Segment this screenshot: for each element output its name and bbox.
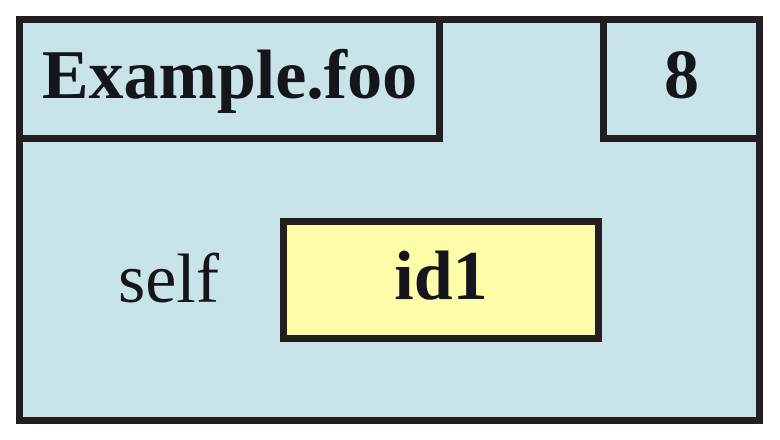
variable-name-label: self [118,241,220,318]
frame-name-box: Example.foo [16,16,443,142]
frame-name-label: Example.foo [41,37,418,114]
value-box: id1 [280,218,602,342]
value-label: id1 [394,238,488,315]
frame-corner-box: 8 [600,16,763,142]
frame-corner-value: 8 [664,37,699,114]
